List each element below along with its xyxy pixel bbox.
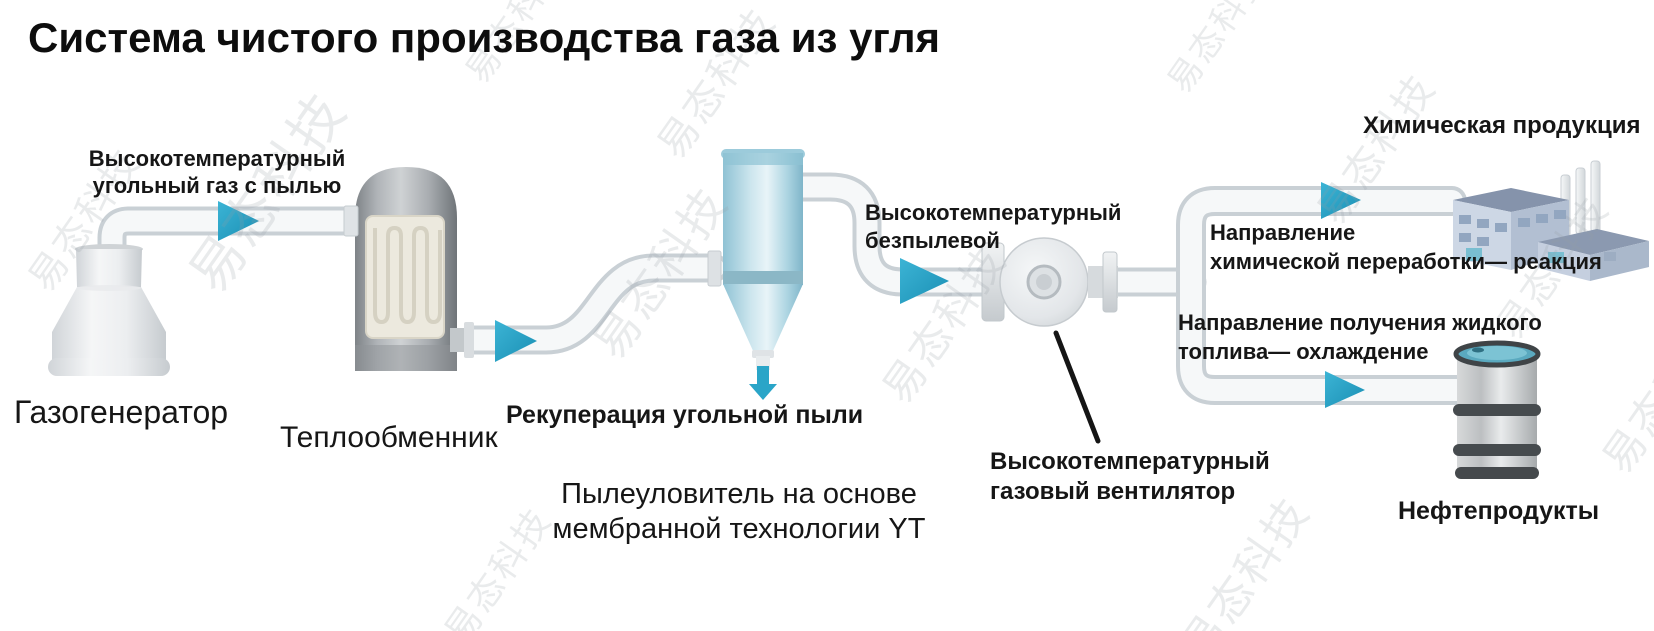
oil-barrel-illustration <box>1453 340 1541 479</box>
label-chemical-products: Химическая продукция <box>1363 112 1641 139</box>
flow-arrow-dustfree-gas <box>900 258 949 304</box>
label-gas-fan-line2: газовый вентилятор <box>990 478 1236 505</box>
factory-illustration <box>1453 160 1649 281</box>
pipe-cyclone-to-fan <box>782 172 1003 297</box>
pipe-heat-exchanger-to-cyclone <box>457 253 729 355</box>
flow-arrow-after-heat-exchanger <box>495 320 537 362</box>
pipe-generator-to-heat-exchanger <box>97 206 361 269</box>
label-chemical-route-line1: Направление <box>1210 220 1356 245</box>
label-dust-collector: Пылеуловитель на основе мембранной техно… <box>543 477 935 547</box>
label-fuel-route: Направление получения жидкого топлива— о… <box>1178 309 1542 366</box>
gas-fan-illustration <box>981 237 1118 327</box>
label-gas-fan: Высокотемпературный газовый вентилятор <box>990 447 1270 507</box>
pipe-branch-split <box>1176 186 1477 405</box>
label-fuel-route-line2: топлива— охлаждение <box>1178 338 1429 364</box>
factory-windows <box>1459 210 1566 261</box>
label-chemical-route: Направление химической переработки— реак… <box>1210 219 1602 276</box>
label-dust-collector-line1: Пылеуловитель на основе <box>561 478 917 510</box>
flow-arrow-dusty-gas <box>218 201 259 241</box>
label-dustfree-gas-line2: безпылевой <box>865 227 1000 253</box>
label-chemical-route-line2: химической переработки— реакция <box>1210 248 1602 274</box>
label-dusty-gas-line1: Высокотемпературный <box>88 146 346 171</box>
label-fuel-route-line1: Направление получения жидкого <box>1178 310 1542 335</box>
label-gas-fan-line1: Высокотемпературный <box>990 448 1270 475</box>
dust-outlet-arrow <box>749 366 777 400</box>
flow-arrow-fuel-branch <box>1325 371 1365 408</box>
diagram-title: Система чистого производства газа из угл… <box>28 14 941 61</box>
gas-generator-illustration <box>48 244 170 376</box>
label-dustfree-gas-flow: Высокотемпературный безпылевой <box>865 199 1121 254</box>
fan-pointer-line <box>1053 330 1101 444</box>
label-gas-generator: Газогенератор <box>14 394 229 430</box>
label-dust-collector-line2: мембранной технологии YT <box>552 512 926 545</box>
heat-exchanger-illustration <box>343 167 474 371</box>
label-dust-recovery: Рекуперация угольной пыли <box>506 401 864 429</box>
flow-arrow-chemical-branch <box>1321 182 1361 219</box>
label-heat-exchanger: Теплообменник <box>280 421 498 454</box>
label-dustfree-gas-line1: Высокотемпературный <box>865 200 1122 225</box>
label-oil-products: Нефтепродукты <box>1398 497 1600 525</box>
label-dusty-gas-line2: угольный газ с пылью <box>92 172 342 198</box>
cyclone-dust-collector-illustration <box>707 149 805 400</box>
label-dusty-gas-flow: Высокотемпературный угольный газ с пылью <box>84 146 350 200</box>
